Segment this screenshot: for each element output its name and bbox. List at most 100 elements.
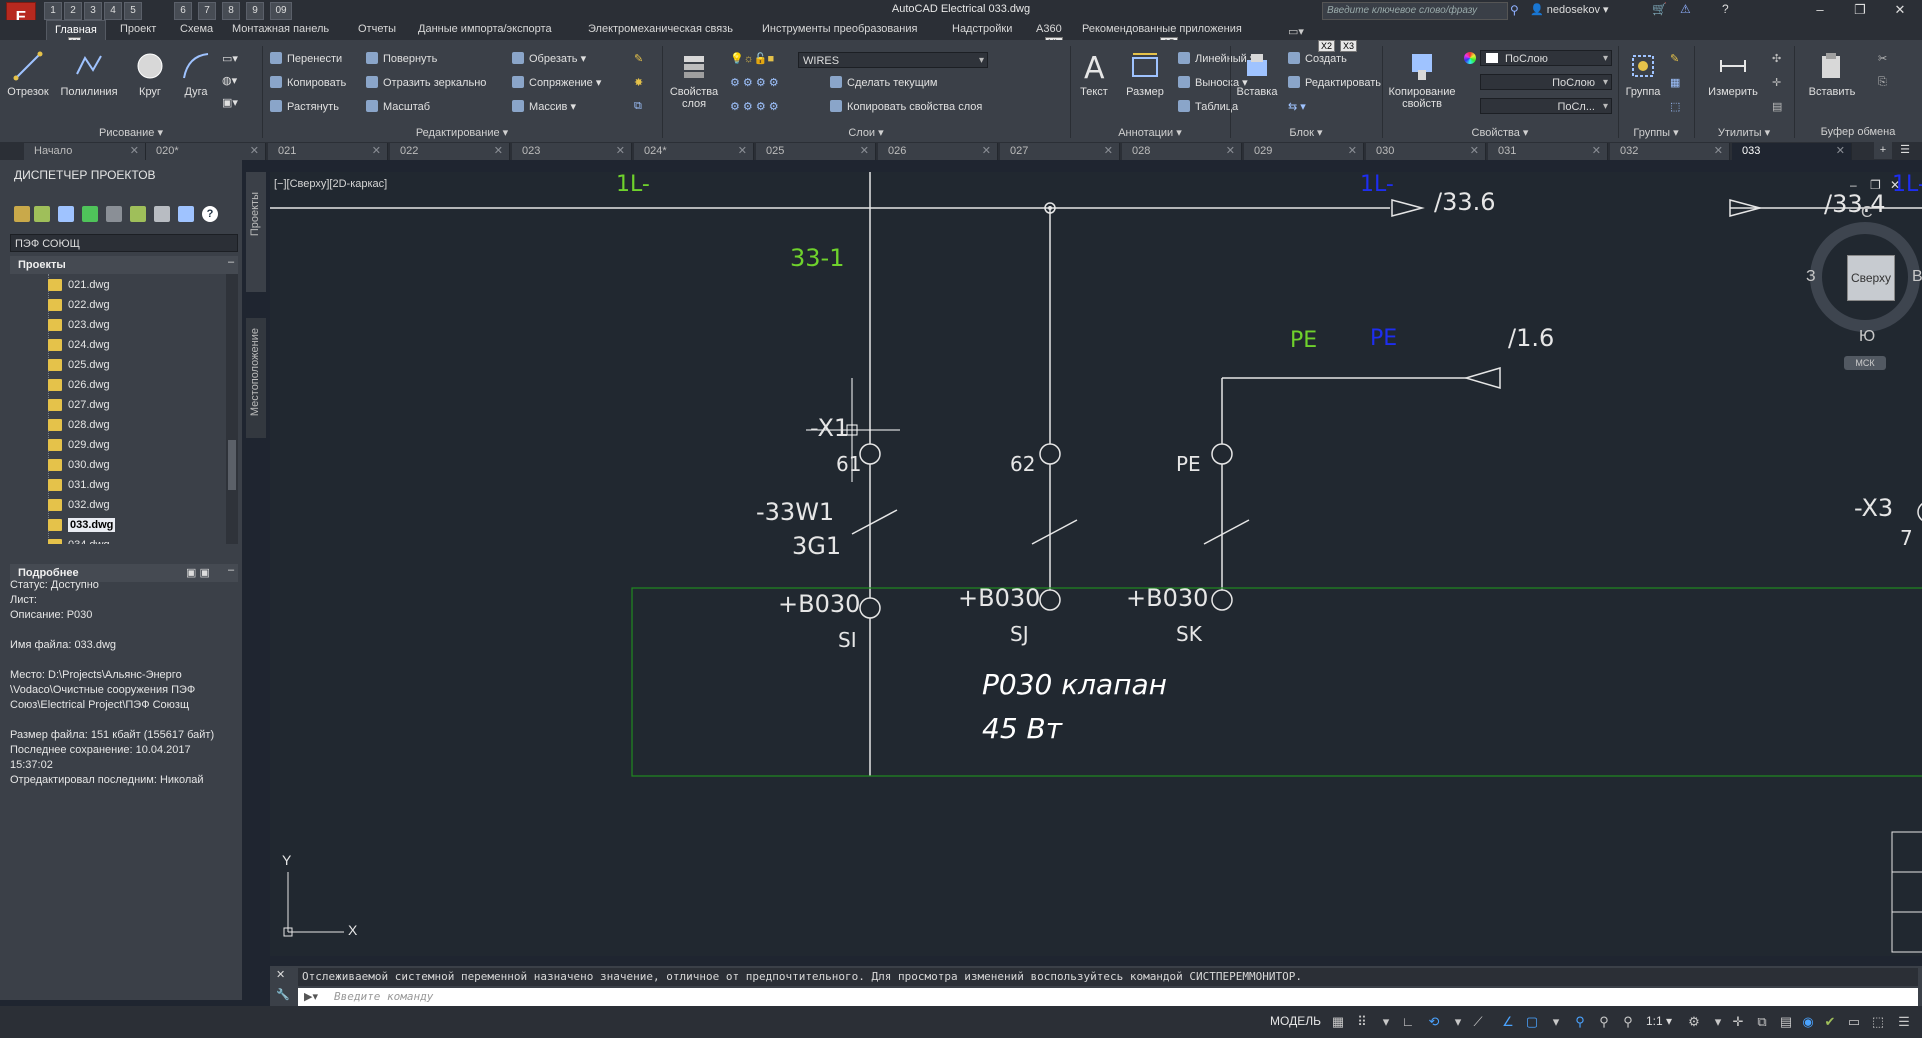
circle-button[interactable]: Круг [130, 50, 170, 98]
line-button[interactable]: Отрезок [6, 50, 50, 98]
user-menu[interactable]: 👤 nedosekov ▾ [1530, 4, 1609, 16]
drawing-viewport[interactable]: [−][Сверху][2D-каркас] – ❐ ✕ [270, 172, 1922, 956]
region-icon[interactable]: ▣▾ [222, 97, 238, 109]
viewcube-south[interactable]: Ю [1859, 328, 1876, 345]
layer-tool-icons-row1[interactable]: ⚙ ⚙ ⚙ ⚙ [730, 77, 779, 89]
tab-a360[interactable]: A360 [1036, 23, 1062, 35]
close-tab-icon[interactable]: ✕ [1469, 145, 1479, 157]
close-tab-icon[interactable]: ✕ [493, 145, 503, 157]
exchange-icon[interactable]: ⚠ [1680, 2, 1691, 16]
update-icon[interactable] [130, 206, 146, 222]
rotate-button[interactable]: Повернуть [366, 52, 437, 65]
arc-button[interactable]: Дуга [176, 50, 216, 98]
scale-button[interactable]: Масштаб [366, 100, 430, 113]
file-list-scroll-thumb[interactable] [228, 440, 236, 490]
annotation-visibility-icon[interactable]: ⚲ [1575, 1014, 1585, 1029]
auto-scale-icon[interactable]: ⚲ [1599, 1014, 1609, 1029]
project-file-item[interactable]: 029.dwg [48, 436, 110, 454]
layer-state-icons[interactable]: 💡☼🔓■ [730, 53, 775, 65]
viewport-controls-label[interactable]: [−][Сверху][2D-каркас] [274, 178, 388, 190]
quick-access-7[interactable]: 7 [198, 2, 216, 20]
object-snap-icon[interactable]: ▢ [1525, 1014, 1539, 1029]
projects-section-header[interactable]: Проекты [10, 256, 238, 274]
viewport-restore-icon[interactable]: ❐ [1870, 178, 1881, 192]
side-tab-projects[interactable]: Проекты [246, 172, 266, 292]
measure-button[interactable]: Измерить [1700, 50, 1766, 98]
close-tab-icon[interactable]: ✕ [615, 145, 625, 157]
close-tab-icon[interactable]: ✕ [981, 145, 991, 157]
ucs-menu[interactable]: МСК [1844, 356, 1886, 370]
annotation-panel-title[interactable]: Аннотации ▾ [1118, 127, 1182, 139]
full-screen-icon[interactable]: ⬚ [1871, 1014, 1885, 1029]
annotation-scale-button[interactable]: 1:1 ▾ [1646, 1014, 1673, 1028]
layer-properties-button[interactable]: Свойства слоя [666, 50, 722, 110]
edit-block-button[interactable]: Редактировать [1288, 76, 1381, 89]
command-prompt-icon[interactable]: ▶▾ [304, 991, 318, 1003]
isodraft-icon[interactable]: ⟋ [1473, 1014, 1483, 1029]
viewcube-top-face[interactable]: Сверху [1847, 255, 1895, 301]
close-tab-icon[interactable]: ✕ [1347, 145, 1357, 157]
close-tab-icon[interactable]: ✕ [129, 145, 139, 157]
details-section-header[interactable]: Подробнее [10, 564, 238, 582]
stretch-button[interactable]: Растянуть [270, 100, 339, 113]
doc-tab[interactable]: 031✕ [1488, 143, 1608, 160]
layer-combo[interactable]: WIRES [798, 52, 988, 69]
clipboard-panel-title[interactable]: Буфер обмена [1794, 126, 1922, 140]
viewport-close-icon[interactable]: ✕ [1890, 178, 1901, 192]
close-tab-icon[interactable]: ✕ [1591, 145, 1601, 157]
lineweight-combo[interactable]: ПоСл... [1480, 98, 1612, 115]
file-list-scrollbar[interactable] [226, 274, 238, 544]
tab-reports[interactable]: Отчеты [358, 23, 397, 35]
doc-tab[interactable]: 022✕ [390, 143, 510, 160]
project-file-item[interactable]: 025.dwg [48, 356, 110, 374]
doc-tab[interactable]: 032✕ [1610, 143, 1730, 160]
match-layer-button[interactable]: Копировать свойства слоя [830, 100, 982, 113]
layer-tool-icons-row2[interactable]: ⚙ ⚙ ⚙ ⚙ [730, 101, 779, 113]
doc-tab[interactable]: 027✕ [1000, 143, 1120, 160]
tab-project[interactable]: Проект [120, 23, 157, 35]
polyline-button[interactable]: Полилиния [56, 50, 122, 98]
project-file-item[interactable]: 021.dwg [48, 276, 110, 294]
tab-addins[interactable]: Надстройки [952, 23, 1013, 35]
project-file-item[interactable]: 024.dwg [48, 336, 110, 354]
color-combo[interactable]: ПоСлою [1480, 50, 1612, 67]
make-current-button[interactable]: Сделать текущим [830, 76, 937, 89]
customization-menu-icon[interactable]: ☰ [1898, 1014, 1910, 1029]
tab-menu-icon[interactable]: ☰ [1900, 144, 1910, 156]
open-project-icon[interactable] [14, 206, 30, 222]
snap-dropdown-icon[interactable]: ▾ [1382, 1014, 1390, 1029]
offset-icon[interactable]: ⧉ [634, 100, 642, 112]
utilities-panel-title[interactable]: Утилиты ▾ [1717, 127, 1771, 139]
binoculars-icon[interactable]: ⚲ [1510, 3, 1519, 17]
linetype-combo[interactable]: ПоСлою [1480, 74, 1612, 91]
task-list-icon[interactable] [106, 206, 122, 222]
clean-screen-icon[interactable]: ▭ [1847, 1014, 1861, 1029]
annotation-monitor-icon[interactable]: ✛ [1732, 1014, 1744, 1029]
quick-access-4[interactable]: 4 [104, 2, 122, 20]
project-file-item[interactable]: 030.dwg [48, 456, 110, 474]
tab-panel[interactable]: Монтажная панель [232, 23, 330, 35]
project-file-item[interactable]: 023.dwg [48, 316, 110, 334]
new-project-icon[interactable] [34, 206, 50, 222]
close-tab-icon[interactable]: ✕ [371, 145, 381, 157]
doc-tab[interactable]: Начало✕ [24, 143, 146, 160]
cut-icon[interactable]: ✂ [1878, 53, 1888, 65]
properties-icon[interactable] [154, 206, 170, 222]
quick-access-1[interactable]: 1 [44, 2, 62, 20]
project-file-item[interactable]: 033.dwg [48, 516, 116, 534]
quick-access-10[interactable]: 09 [270, 2, 292, 20]
isolate-objects-icon[interactable]: ◉ [1802, 1014, 1814, 1029]
mirror-button[interactable]: Отразить зеркально [366, 76, 486, 89]
draw-panel-title[interactable]: Рисование ▾ [99, 127, 163, 139]
object-tracking-icon[interactable]: ∠ [1502, 1014, 1514, 1029]
workspace-gear-icon[interactable]: ⚙ [1688, 1014, 1700, 1029]
erase-icon[interactable]: ✎ [634, 53, 644, 65]
search-input[interactable]: Введите ключевое слово/фразу [1322, 2, 1508, 20]
doc-tab-active[interactable]: 033✕ [1732, 143, 1852, 160]
properties-panel-title[interactable]: Свойства ▾ [1471, 127, 1529, 139]
move-button[interactable]: Перенести [270, 52, 342, 65]
viewcube-north[interactable]: С [1861, 204, 1873, 221]
close-button[interactable]: ✕ [1894, 2, 1906, 17]
snap-icon[interactable]: ⠿ [1357, 1014, 1367, 1029]
close-tab-icon[interactable]: ✕ [737, 145, 747, 157]
